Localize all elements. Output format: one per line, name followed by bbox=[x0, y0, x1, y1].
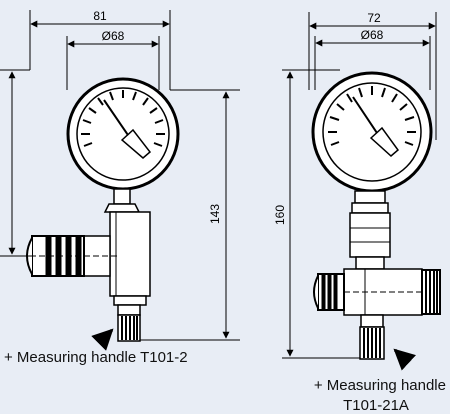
left-dial-diameter: Ø68 bbox=[102, 29, 125, 43]
right-height-dimension: 160 bbox=[273, 205, 287, 225]
right-width-dimension: 72 bbox=[367, 11, 381, 25]
left-width-dimension: 81 bbox=[93, 9, 107, 23]
right-gauge bbox=[282, 12, 441, 371]
left-dial-ticks bbox=[81, 90, 165, 147]
right-dial-ticks bbox=[328, 86, 416, 146]
left-caption: + Measuring handle T101-2 bbox=[4, 349, 188, 366]
left-height-dimension: 143 bbox=[208, 204, 222, 224]
right-caption-line1: + Measuring handle bbox=[314, 377, 446, 394]
right-dial-diameter: Ø68 bbox=[361, 28, 384, 42]
right-caption-line2: T101-21A bbox=[343, 397, 409, 414]
left-gauge bbox=[0, 10, 240, 351]
